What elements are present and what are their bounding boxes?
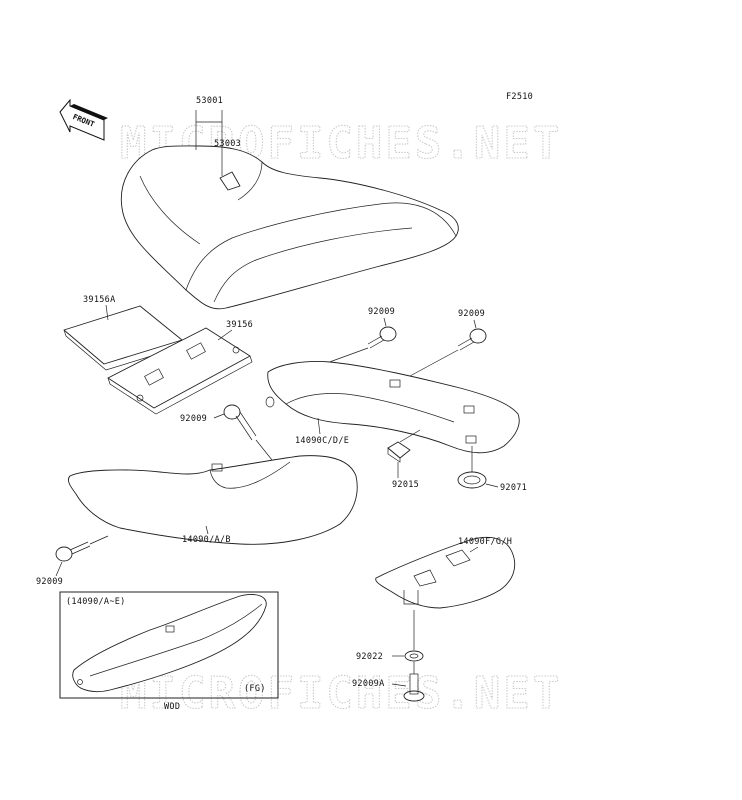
variant-inset: (14090/A~E) (FG) — [59, 591, 279, 699]
washer-92022-part — [404, 610, 424, 662]
label-92009-top-1: 92009 — [368, 307, 395, 317]
grommet-92071-part — [457, 446, 487, 489]
label-39156a: 39156A — [83, 295, 116, 305]
label-92009-top-2: 92009 — [458, 309, 485, 319]
inset-caption: WOD — [164, 702, 180, 712]
label-14090ab: 14090/A/B — [182, 535, 231, 545]
inset-header: (14090/A~E) — [66, 597, 126, 607]
figure-code: F2510 — [506, 92, 533, 102]
inset-footer: (FG) — [244, 684, 266, 694]
label-92009-lower: 92009 — [36, 577, 63, 587]
front-arrow-icon: FRONT — [59, 98, 108, 141]
bolt-top-2-part — [457, 328, 487, 351]
label-14090cde: 14090C/D/E — [295, 436, 349, 446]
seat-assembly — [120, 145, 459, 310]
label-53001: 53001 — [196, 96, 223, 106]
seat-strap-part — [219, 171, 241, 191]
label-53003: 53003 — [214, 139, 241, 149]
leader-53001 — [195, 110, 223, 123]
upper-side-cover-part — [265, 361, 520, 454]
label-92015: 92015 — [392, 480, 419, 490]
nut-92015-part — [387, 441, 411, 463]
label-92009a: 92009A — [352, 679, 385, 689]
label-92022: 92022 — [356, 652, 383, 662]
label-14090fgh: 14090F/G/H — [458, 537, 512, 547]
rear-cover-part — [375, 536, 516, 609]
label-92071: 92071 — [500, 483, 527, 493]
label-39156: 39156 — [226, 320, 253, 330]
plate-39156-part — [107, 327, 253, 415]
bolt-left-part — [223, 404, 257, 441]
watermark-bottom: MICROFICHES.NET — [120, 668, 562, 719]
bolt-top-1-part — [367, 326, 397, 349]
bolt-lower-part — [55, 541, 91, 562]
lower-side-cover-part — [67, 455, 358, 545]
label-92009-left: 92009 — [180, 414, 207, 424]
bolt-92009a-part — [403, 662, 425, 702]
